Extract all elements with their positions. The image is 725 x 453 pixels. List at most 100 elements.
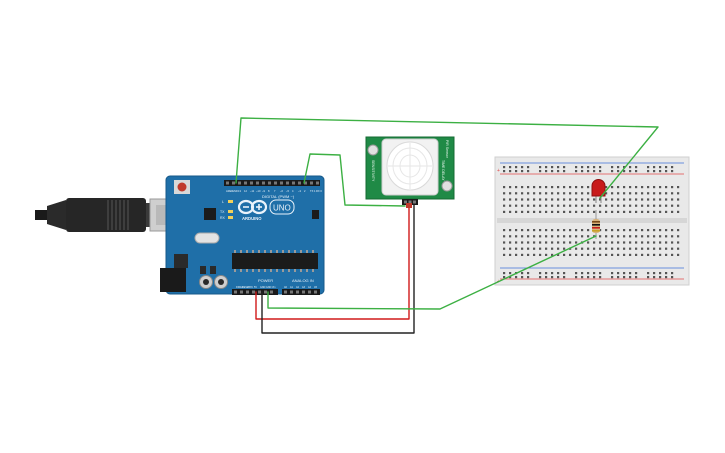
breadboard-hole[interactable] bbox=[593, 210, 596, 213]
breadboard-hole[interactable] bbox=[551, 192, 554, 195]
breadboard-hole[interactable] bbox=[587, 253, 590, 256]
breadboard-hole[interactable] bbox=[503, 229, 506, 232]
breadboard-hole[interactable] bbox=[635, 186, 638, 189]
breadboard-holes[interactable] bbox=[503, 166, 680, 279]
breadboard-hole[interactable] bbox=[653, 192, 656, 195]
breadboard-hole[interactable] bbox=[623, 192, 626, 195]
breadboard-hole[interactable] bbox=[521, 210, 524, 213]
breadboard-hole[interactable] bbox=[617, 272, 620, 275]
breadboard-hole[interactable] bbox=[581, 247, 584, 250]
breadboard-hole[interactable] bbox=[563, 241, 566, 244]
breadboard-hole[interactable] bbox=[665, 192, 668, 195]
breadboard-hole[interactable] bbox=[545, 235, 548, 238]
breadboard-hole[interactable] bbox=[599, 235, 602, 238]
breadboard-hole[interactable] bbox=[659, 192, 662, 195]
breadboard-hole[interactable] bbox=[647, 241, 650, 244]
wire-black-gnd[interactable] bbox=[261, 204, 415, 334]
breadboard-hole[interactable] bbox=[665, 229, 668, 232]
breadboard-hole[interactable] bbox=[647, 204, 650, 207]
breadboard-hole[interactable] bbox=[581, 272, 584, 275]
breadboard-hole[interactable] bbox=[599, 229, 602, 232]
breadboard-hole[interactable] bbox=[521, 198, 524, 201]
breadboard-hole[interactable] bbox=[521, 229, 524, 232]
breadboard-hole[interactable] bbox=[527, 210, 530, 213]
breadboard-hole[interactable] bbox=[509, 276, 512, 279]
breadboard-hole[interactable] bbox=[539, 210, 542, 213]
breadboard-hole[interactable] bbox=[647, 192, 650, 195]
breadboard-hole[interactable] bbox=[623, 272, 626, 275]
breadboard-hole[interactable] bbox=[575, 253, 578, 256]
breadboard-hole[interactable] bbox=[611, 253, 614, 256]
breadboard-hole[interactable] bbox=[629, 210, 632, 213]
breadboard-hole[interactable] bbox=[575, 229, 578, 232]
breadboard-hole[interactable] bbox=[533, 247, 536, 250]
breadboard-hole[interactable] bbox=[527, 247, 530, 250]
breadboard-hole[interactable] bbox=[503, 198, 506, 201]
breadboard-hole[interactable] bbox=[641, 204, 644, 207]
breadboard-hole[interactable] bbox=[503, 166, 506, 169]
breadboard-hole[interactable] bbox=[665, 166, 668, 169]
breadboard-hole[interactable] bbox=[521, 192, 524, 195]
breadboard-hole[interactable] bbox=[635, 210, 638, 213]
breadboard-hole[interactable] bbox=[653, 276, 656, 279]
breadboard-hole[interactable] bbox=[647, 276, 650, 279]
breadboard-hole[interactable] bbox=[671, 166, 674, 169]
breadboard-hole[interactable] bbox=[611, 170, 614, 173]
breadboard-hole[interactable] bbox=[569, 186, 572, 189]
breadboard-hole[interactable] bbox=[635, 241, 638, 244]
breadboard-hole[interactable] bbox=[677, 235, 680, 238]
breadboard-hole[interactable] bbox=[527, 204, 530, 207]
breadboard-hole[interactable] bbox=[593, 241, 596, 244]
breadboard-hole[interactable] bbox=[581, 192, 584, 195]
breadboard-hole[interactable] bbox=[671, 229, 674, 232]
time-delay-potentiometer[interactable] bbox=[441, 180, 453, 192]
breadboard-hole[interactable] bbox=[545, 204, 548, 207]
breadboard-hole[interactable] bbox=[557, 253, 560, 256]
breadboard-hole[interactable] bbox=[617, 276, 620, 279]
breadboard-hole[interactable] bbox=[539, 166, 542, 169]
breadboard-hole[interactable] bbox=[659, 229, 662, 232]
breadboard-hole[interactable] bbox=[539, 192, 542, 195]
breadboard-hole[interactable] bbox=[659, 186, 662, 189]
breadboard-hole[interactable] bbox=[503, 272, 506, 275]
breadboard-hole[interactable] bbox=[587, 210, 590, 213]
breadboard-hole[interactable] bbox=[659, 235, 662, 238]
breadboard-hole[interactable] bbox=[653, 166, 656, 169]
breadboard-hole[interactable] bbox=[659, 170, 662, 173]
breadboard-hole[interactable] bbox=[503, 241, 506, 244]
breadboard-hole[interactable] bbox=[593, 204, 596, 207]
breadboard-hole[interactable] bbox=[671, 192, 674, 195]
breadboard-hole[interactable] bbox=[617, 198, 620, 201]
breadboard-hole[interactable] bbox=[545, 166, 548, 169]
breadboard-hole[interactable] bbox=[533, 253, 536, 256]
breadboard-hole[interactable] bbox=[509, 235, 512, 238]
breadboard-hole[interactable] bbox=[563, 276, 566, 279]
power-jack[interactable] bbox=[160, 254, 188, 292]
breadboard-hole[interactable] bbox=[635, 253, 638, 256]
sensitivity-potentiometer[interactable] bbox=[367, 144, 379, 156]
breadboard-hole[interactable] bbox=[581, 170, 584, 173]
breadboard-hole[interactable] bbox=[635, 235, 638, 238]
breadboard-hole[interactable] bbox=[581, 186, 584, 189]
breadboard-hole[interactable] bbox=[581, 253, 584, 256]
breadboard-hole[interactable] bbox=[635, 229, 638, 232]
breadboard-hole[interactable] bbox=[557, 198, 560, 201]
breadboard-hole[interactable] bbox=[665, 253, 668, 256]
breadboard-hole[interactable] bbox=[575, 276, 578, 279]
breadboard-hole[interactable] bbox=[563, 229, 566, 232]
breadboard-hole[interactable] bbox=[503, 247, 506, 250]
breadboard-hole[interactable] bbox=[533, 229, 536, 232]
breadboard-hole[interactable] bbox=[623, 166, 626, 169]
breadboard-hole[interactable] bbox=[509, 166, 512, 169]
breadboard-hole[interactable] bbox=[563, 235, 566, 238]
breadboard-hole[interactable] bbox=[605, 241, 608, 244]
breadboard-hole[interactable] bbox=[557, 229, 560, 232]
breadboard-hole[interactable] bbox=[587, 198, 590, 201]
breadboard-hole[interactable] bbox=[605, 198, 608, 201]
breadboard-hole[interactable] bbox=[527, 198, 530, 201]
breadboard-hole[interactable] bbox=[515, 276, 518, 279]
breadboard-hole[interactable] bbox=[587, 247, 590, 250]
breadboard-hole[interactable] bbox=[617, 235, 620, 238]
breadboard-hole[interactable] bbox=[581, 204, 584, 207]
